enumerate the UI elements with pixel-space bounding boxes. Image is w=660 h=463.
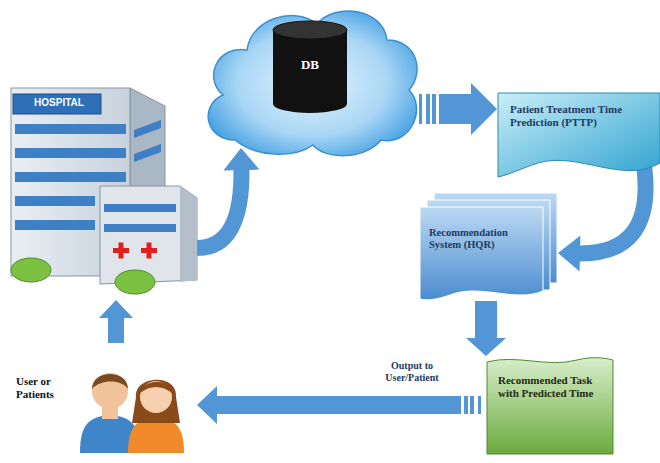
- flow-arrow: [419, 83, 497, 135]
- rect-shape: [104, 204, 176, 212]
- rect-shape: [119, 243, 124, 259]
- polygon-shape: [180, 186, 197, 282]
- arrow-stripe: [419, 94, 422, 124]
- flow-arrow: [99, 300, 133, 343]
- arrow-stripe: [464, 396, 468, 414]
- rect-shape: [147, 243, 152, 259]
- ellipse-shape: [273, 21, 347, 39]
- ellipse-shape: [11, 258, 51, 282]
- circle-shape: [92, 373, 128, 409]
- flow-arrow: [197, 148, 259, 248]
- path-shape: [132, 380, 180, 423]
- arrow-stripe: [432, 94, 436, 124]
- arrow-stripe: [426, 94, 430, 124]
- flow-arrow: [558, 165, 646, 271]
- polygon-shape: [100, 186, 197, 284]
- database-cloud-outline: [195, 0, 425, 158]
- block-arrow: [439, 83, 497, 135]
- circle-shape: [140, 381, 172, 413]
- ellipse-shape: [115, 270, 155, 294]
- arrow-stripe: [470, 396, 474, 414]
- document-shape: Patient Treatment Time Prediction (PTTP): [498, 93, 660, 181]
- rect-shape: [15, 172, 126, 182]
- flow-arrow: [466, 301, 506, 356]
- arrow-head: [223, 148, 259, 170]
- block-arrow: [197, 386, 461, 424]
- hospital-building: HOSPITAL: [5, 58, 205, 298]
- node-label: HOSPITAL: [19, 97, 99, 109]
- curved-arrow: [197, 168, 241, 248]
- path-shape: [420, 207, 543, 300]
- node-label: Recommendation System (HQR): [429, 227, 537, 251]
- rect-shape: [13, 94, 101, 114]
- user-icon: User or Patients: [10, 345, 205, 457]
- curved-arrow: [578, 165, 646, 253]
- rect-shape: [15, 148, 126, 158]
- block-arrow: [99, 300, 133, 343]
- rect-shape: [104, 224, 176, 232]
- rect-shape: [15, 196, 95, 206]
- hospital-building-outline: [5, 58, 205, 298]
- path-shape: [273, 30, 347, 113]
- rect-shape: [15, 124, 126, 134]
- arrow-stripe: [478, 396, 481, 414]
- node-label: Recommended Task with Predicted Time: [498, 374, 606, 399]
- arrow-head: [558, 236, 580, 272]
- document-shape: Recommended Task with Predicted Time: [487, 354, 613, 458]
- node-label: User or Patients: [16, 375, 72, 400]
- polygon-shape: [134, 120, 161, 138]
- polygon-shape: [134, 144, 161, 162]
- path-shape: [487, 358, 613, 454]
- path-shape: [498, 93, 660, 177]
- flow-arrow: [197, 386, 481, 424]
- edge-label: Output to User/Patient: [369, 359, 455, 384]
- database-cloud: DB: [195, 0, 425, 158]
- document-shape-outline: [487, 354, 613, 458]
- path-shape: [208, 11, 417, 156]
- node-label: Patient Treatment Time Prediction (PTTP): [510, 103, 650, 128]
- path-shape: [92, 374, 128, 389]
- block-arrow: [466, 301, 506, 356]
- path-shape: [140, 382, 172, 393]
- user-icon-outline: [10, 345, 205, 457]
- rect-shape: [15, 220, 95, 230]
- node-label: DB: [273, 58, 347, 73]
- stacked-documents: Recommendation System (HQR): [420, 193, 557, 303]
